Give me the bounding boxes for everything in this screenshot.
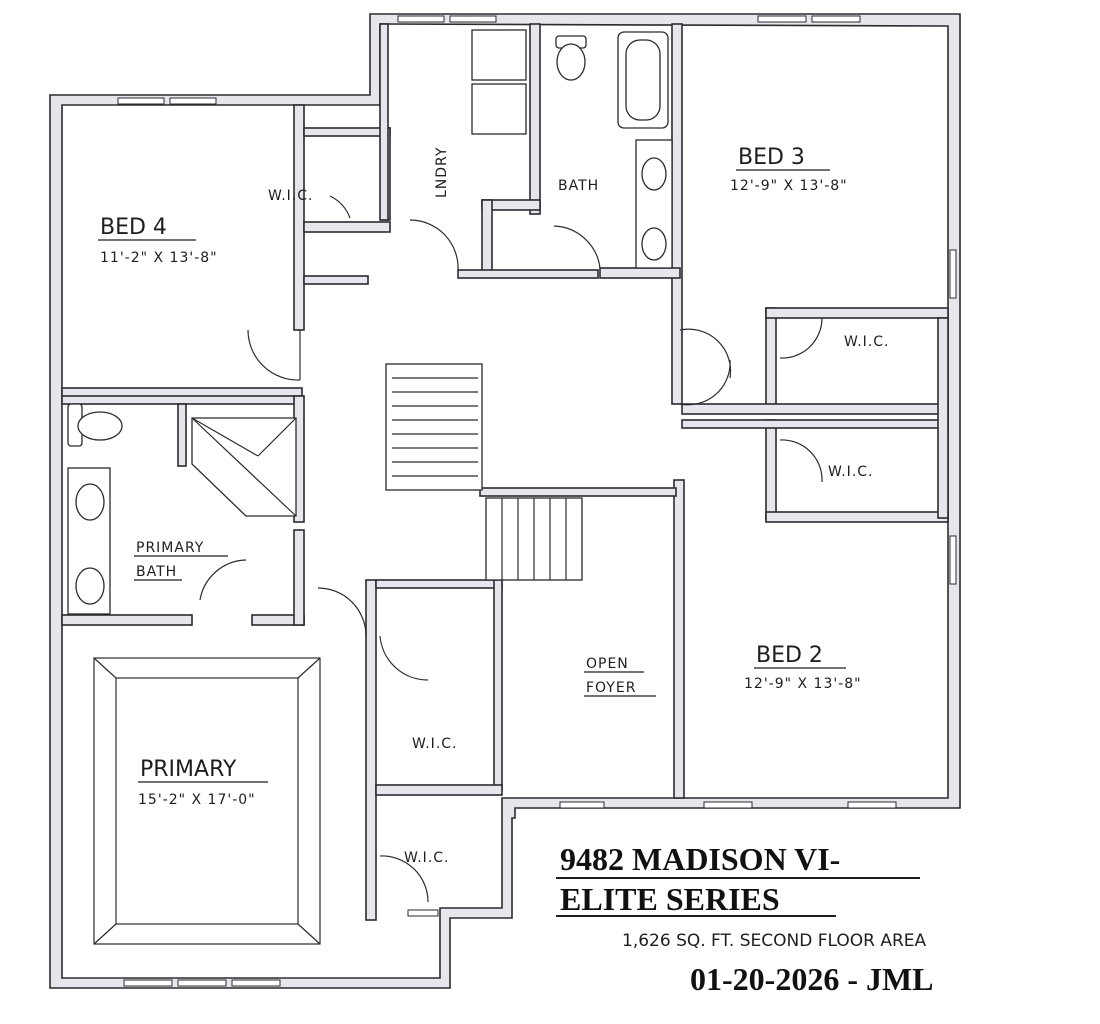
- windows: [117, 15, 957, 987]
- doors: [199, 195, 823, 903]
- plan-date: 01-20-2026 - JML: [690, 961, 934, 997]
- wic-bed3: W.I.C.: [844, 334, 890, 350]
- bed4-name: BED 4: [100, 215, 167, 240]
- wic-bed4: W.I.C.: [268, 188, 314, 204]
- primary-bath-label-2: BATH: [136, 564, 177, 580]
- stairs: [385, 363, 583, 581]
- primary-bath-label-1: PRIMARY: [136, 540, 204, 556]
- plan-title-line1: 9482 MADISON VI-: [560, 841, 840, 877]
- interior-walls: [61, 23, 949, 921]
- exterior-walls: [49, 13, 961, 989]
- floor-area: 1,626 SQ. FT. SECOND FLOOR AREA: [622, 931, 927, 951]
- bath-label: BATH: [558, 178, 599, 194]
- wic-bed2: W.I.C.: [828, 464, 874, 480]
- foyer-label-1: OPEN: [586, 656, 629, 672]
- title-block: 9482 MADISON VI- ELITE SERIES 1,626 SQ. …: [556, 841, 934, 997]
- bed3-dims: 12'-9" X 13'-8": [730, 178, 848, 194]
- plan-title-line2: ELITE SERIES: [560, 881, 780, 917]
- wic-primary-1: W.I.C.: [412, 736, 458, 752]
- primary-dims: 15'-2" X 17'-0": [138, 792, 256, 808]
- room-labels: BED 4 11'-2" X 13'-8" BED 3 12'-9" X 13'…: [98, 145, 890, 866]
- foyer-label-2: FOYER: [586, 680, 636, 696]
- bed2-dims: 12'-9" X 13'-8": [744, 676, 862, 692]
- laundry-label: LNDRY: [434, 147, 450, 198]
- bed4-dims: 11'-2" X 13'-8": [100, 250, 218, 266]
- wic-primary-2: W.I.C.: [404, 850, 450, 866]
- bed2-name: BED 2: [756, 643, 823, 668]
- primary-name: PRIMARY: [140, 757, 237, 782]
- bed3-name: BED 3: [738, 145, 805, 170]
- fixtures: [67, 29, 673, 945]
